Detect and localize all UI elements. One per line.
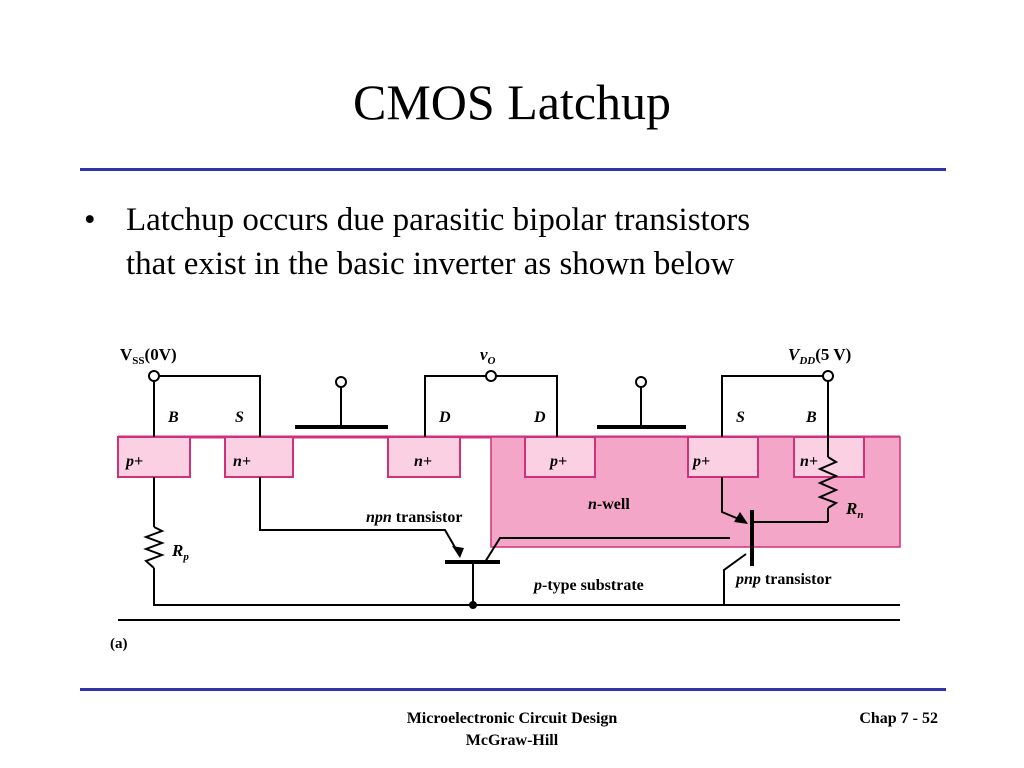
pnp-label: pnp transistor (734, 571, 832, 588)
substrate-label: p-type substrate (532, 577, 644, 594)
npn-emitter-arrow (452, 546, 464, 558)
footer-publisher: McGraw-Hill (465, 732, 559, 749)
rp-label: Rp (171, 541, 189, 563)
npn-collector (484, 537, 730, 563)
p-plus-region-1 (117, 436, 191, 478)
vo-wire (424, 375, 558, 437)
vo-label: vO (480, 345, 496, 367)
title-divider (80, 168, 946, 171)
bullet-item: • Latchup occurs due parasitic bipolar t… (84, 198, 964, 286)
vss-label: VSS(0V) (120, 345, 177, 367)
footer-book-title: Microelectronic Circuit Design (406, 710, 618, 727)
latchup-cross-section-diagram: VSS(0V) vO VDD(5 V) B S D D S B p+ n+ n+… (110, 345, 901, 652)
label-p-plus-2: p+ (548, 453, 567, 470)
terminal-b-right: B (805, 409, 817, 426)
terminal-d-left: D (438, 409, 451, 426)
p-plus-region-2 (524, 436, 596, 478)
p-plus-region-3 (687, 436, 759, 478)
footer-page-number: Chap 7 - 52 (859, 710, 938, 727)
nmos-gate-terminal[interactable] (335, 376, 347, 388)
bullet-list: • Latchup occurs due parasitic bipolar t… (84, 198, 964, 286)
label-n-plus-2: n+ (414, 453, 432, 470)
vdd-wire (721, 375, 829, 437)
n-plus-region-2 (387, 436, 461, 478)
terminal-s-right: S (736, 409, 745, 426)
vss-wire (153, 375, 261, 437)
vss-terminal-circle[interactable] (148, 370, 160, 382)
label-p-plus-1: p+ (124, 453, 143, 470)
bullet-marker: • (84, 202, 96, 238)
footer-center: Microelectronic Circuit Design McGraw-Hi… (312, 708, 712, 752)
label-n-plus-3: n+ (800, 453, 818, 470)
bullet-line-2: that exist in the basic inverter as show… (126, 246, 735, 282)
rn-resistor (817, 456, 839, 509)
n-well-label: n-well (588, 496, 630, 513)
vdd-terminal-circle[interactable] (822, 370, 834, 382)
bullet-line-1: Latchup occurs due parasitic bipolar tra… (126, 202, 751, 238)
label-n-plus-1: n+ (233, 453, 251, 470)
rn-label: Rn (845, 499, 863, 521)
npn-label: npn transistor (366, 509, 462, 526)
terminal-b-left: B (167, 409, 179, 426)
pnp-emitter-arrow (734, 512, 748, 524)
terminal-d-right: D (533, 409, 546, 426)
wiring (118, 375, 900, 621)
vo-terminal-circle[interactable] (485, 370, 497, 382)
terminal-s-left: S (235, 409, 244, 426)
rp-resistor (143, 526, 165, 569)
slide-title: CMOS Latchup (352, 74, 672, 130)
diagram-caption: (a) (110, 636, 128, 652)
footer-divider (80, 688, 946, 691)
pnp-collector (723, 553, 747, 605)
rp-wire (153, 477, 900, 606)
pmos-gate-terminal[interactable] (635, 376, 647, 388)
label-p-plus-3: p+ (691, 453, 710, 470)
npn-emitter-wire (259, 477, 461, 557)
bullet-text: Latchup occurs due parasitic bipolar tra… (126, 198, 964, 286)
substrate-junction-dot (469, 601, 477, 609)
vdd-label: VDD(5 V) (788, 345, 851, 367)
